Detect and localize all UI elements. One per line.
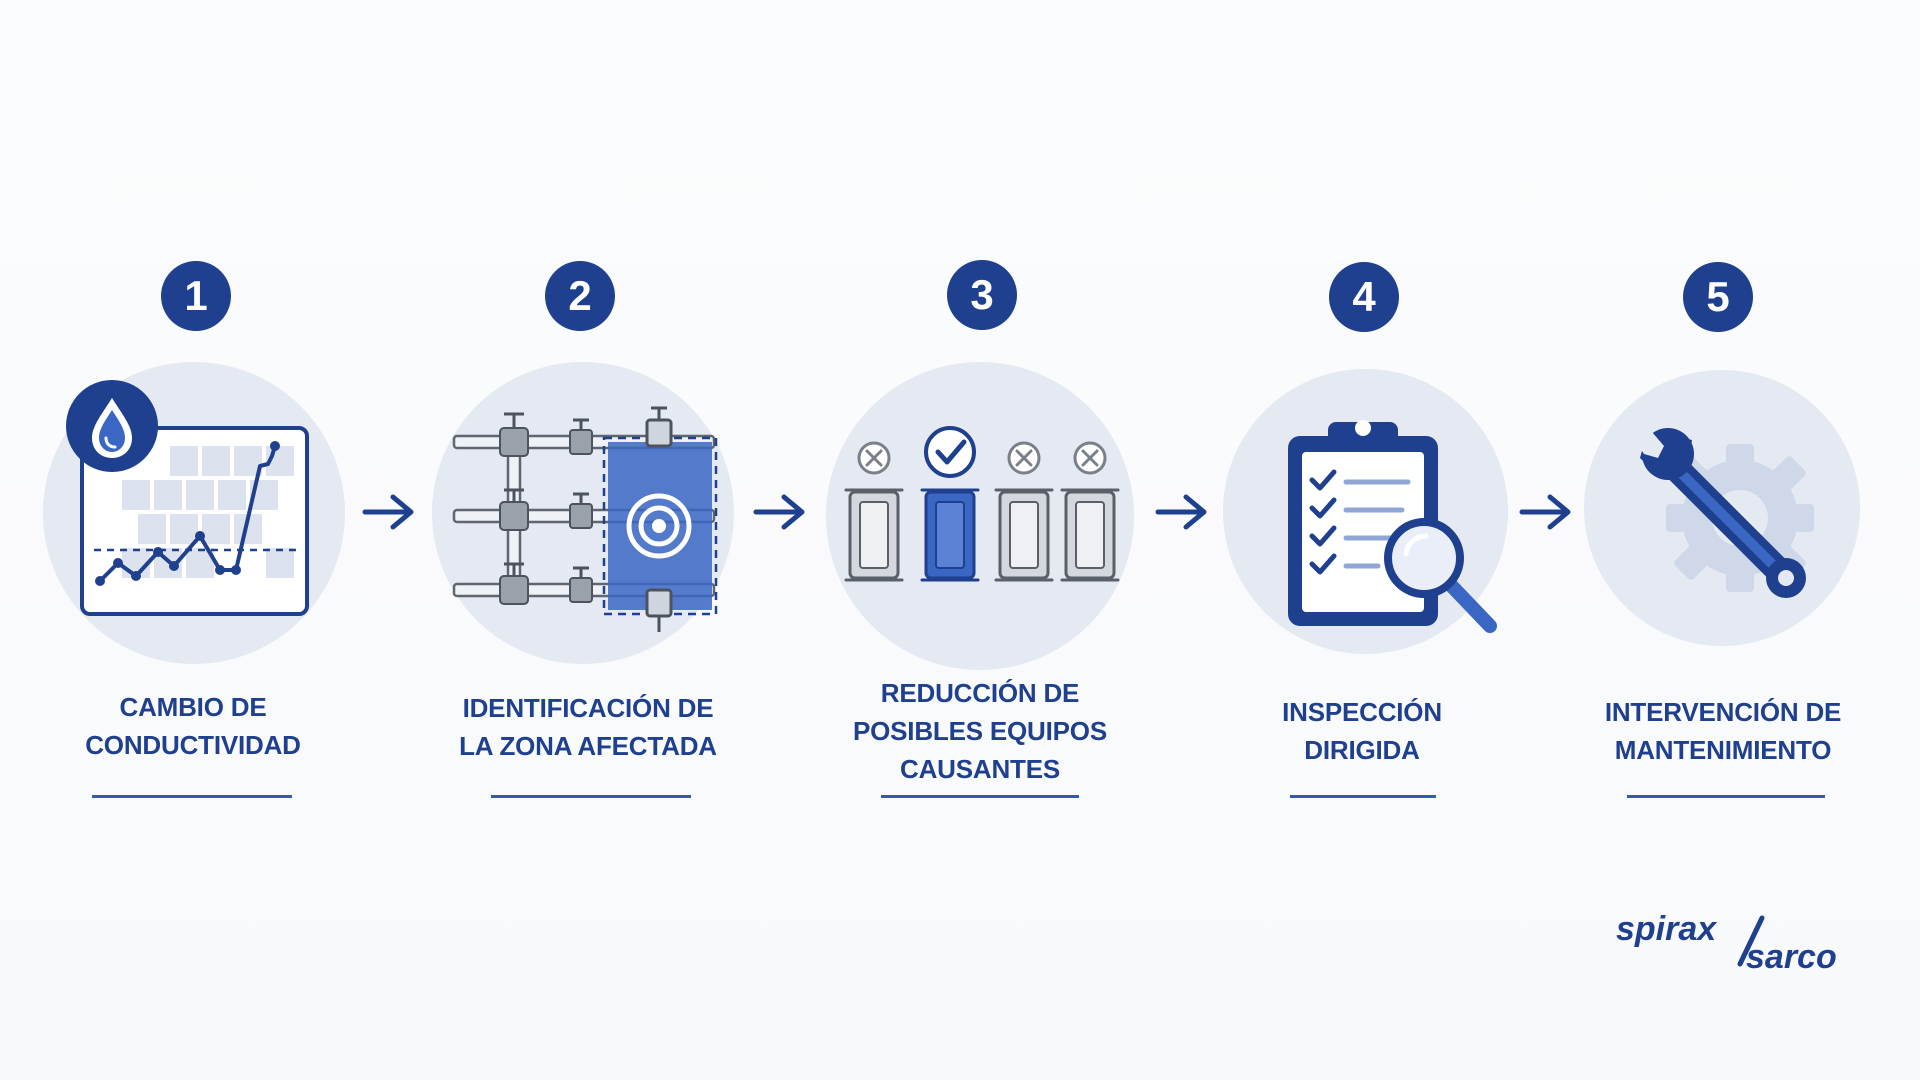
step-3-underline	[881, 795, 1079, 798]
step-4-label-line-2: DIRIGIDA	[1304, 735, 1420, 765]
step-1-underline	[92, 795, 292, 798]
step-2-underline	[491, 795, 691, 798]
piping-zone-icon	[452, 406, 718, 632]
step-5-label-line-2: MANTENIMIENTO	[1614, 735, 1832, 765]
step-3-label-line-1: REDUCCIÓN DE	[880, 678, 1080, 708]
step-2-label: IDENTIFICACIÓN DE LA ZONA AFECTADA	[408, 689, 768, 765]
equipment-selection-icon	[844, 426, 1120, 582]
arrow-right-icon	[362, 494, 414, 530]
step-2-label-line-2: LA ZONA AFECTADA	[459, 731, 717, 761]
spirax-sarco-logo: spirax sarco	[1616, 910, 1837, 976]
step-5-label-line-1: INTERVENCIÓN DE	[1604, 697, 1842, 727]
step-3-number-badge: 3	[947, 260, 1017, 330]
logo-word-spirax: spirax	[1616, 910, 1718, 948]
wrench-gear-icon	[1636, 428, 1814, 598]
step-3-label: REDUCCIÓN DE POSIBLES EQUIPOS CAUSANTES	[800, 674, 1160, 788]
logo-word-sarco: sarco	[1746, 938, 1837, 976]
arrow-right-icon	[1155, 494, 1207, 530]
step-4-label-line-1: INSPECCIÓN	[1282, 697, 1442, 727]
step-5-underline	[1627, 795, 1825, 798]
step-4-label: INSPECCIÓN DIRIGIDA	[1182, 693, 1542, 769]
step-1-number-badge: 1	[161, 261, 231, 331]
step-1-label: CAMBIO DE CONDUCTIVIDAD	[13, 688, 373, 764]
step-4-number-badge: 4	[1329, 262, 1399, 332]
arrow-right-icon	[1519, 494, 1571, 530]
step-5-number-badge: 5	[1683, 262, 1753, 332]
step-2-label-line-1: IDENTIFICACIÓN DE	[462, 693, 714, 723]
wrench-icon	[1636, 428, 1806, 598]
conductivity-chart-icon	[66, 380, 309, 616]
step-3-label-line-2: POSIBLES EQUIPOS	[853, 716, 1107, 746]
step-4-underline	[1290, 795, 1436, 798]
step-1-label-line-2: CONDUCTIVIDAD	[85, 730, 301, 760]
step-2-number-badge: 2	[545, 261, 615, 331]
arrow-right-icon	[753, 494, 805, 530]
clipboard-magnifier-icon	[1288, 420, 1497, 633]
step-3-label-line-3: CAUSANTES	[900, 754, 1060, 784]
step-5-label: INTERVENCIÓN DE MANTENIMIENTO	[1543, 693, 1903, 769]
step-1-label-line-1: CAMBIO DE	[119, 692, 267, 722]
